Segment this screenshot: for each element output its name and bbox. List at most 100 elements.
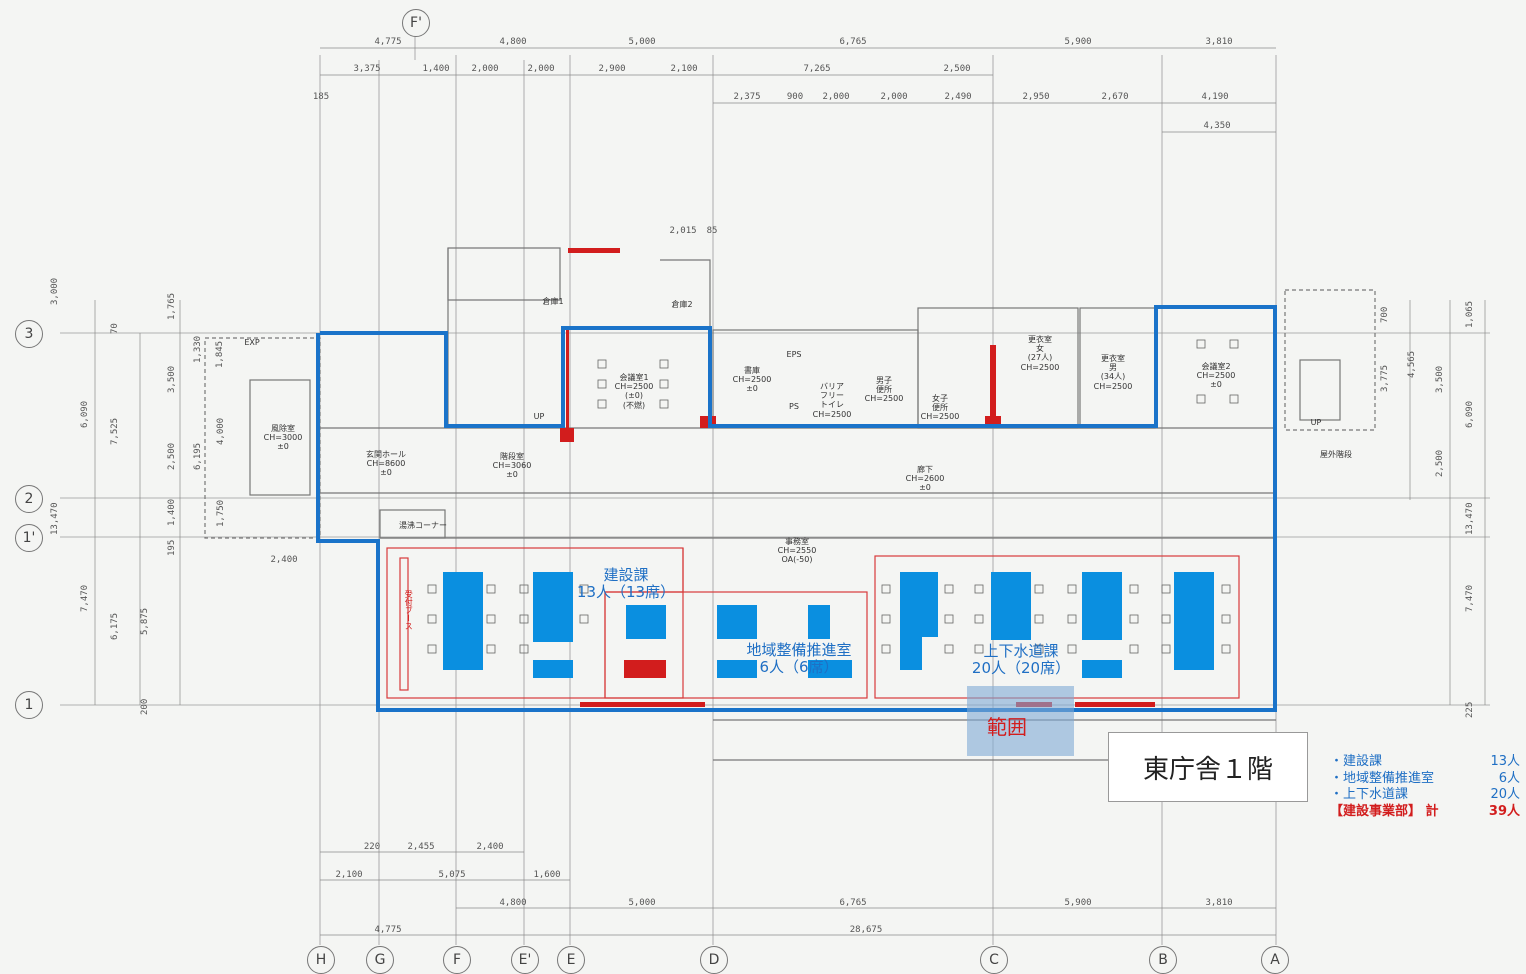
room-outside-stairs: 屋外階段 [1320,450,1352,459]
label-counter: 受付ブース [404,590,414,630]
room-changing-women: 更衣室女(27人)CH=2500 [1020,335,1060,372]
dim-text: 1,400 [422,64,450,74]
dim-text: 13,470 [1465,502,1475,535]
dim-text: 2,400 [476,842,504,852]
dim-text: 28,675 [849,925,883,935]
dim-text: 2,500 [1435,449,1445,477]
dim-text: 5,000 [628,37,656,47]
dim-text: 2,000 [880,92,908,102]
dim-text: 2,900 [598,64,626,74]
dim-text: 7,265 [803,64,831,74]
dim-text: 1,400 [167,498,177,526]
dim-text: 7,470 [80,584,90,612]
dim-text: 2,100 [335,870,363,880]
dim-text: 3,000 [50,277,60,305]
desk [533,660,573,678]
dimension-lines [94,47,1486,936]
dim-text: 4,775 [374,925,402,935]
floor-title: 東庁舎１階 [1108,732,1308,802]
dim-text: 3,775 [1380,364,1390,392]
dim-text: 4,800 [499,37,527,47]
desks [443,572,1214,678]
dim-text: 6,195 [193,442,203,470]
grid-bubble-b: B [1149,946,1177,974]
dim-text: 5,075 [438,870,466,880]
label-up: UP [533,412,545,421]
dim-text: 3,500 [1435,365,1445,393]
dim-text: 3,500 [167,365,177,393]
label-exp: EXP [244,338,260,347]
dim-text: 3,375 [353,64,381,74]
dim-text: 185 [312,92,330,102]
dim-text: 6,765 [839,37,867,47]
desk [1174,572,1214,670]
range-highlight [967,686,1074,756]
dim-text: 2,950 [1022,92,1050,102]
desk [808,660,852,678]
dim-text: 4,350 [1203,121,1231,131]
walls [204,247,1376,761]
dim-text: 4,775 [374,37,402,47]
dim-text: 2,375 [733,92,761,102]
dim-text: 2,015 [669,226,697,236]
desk [900,572,938,637]
room-changing-men: 更衣室男(34人)CH=2500 [1093,354,1133,391]
grid-bubble-e: E [557,946,585,974]
grid-bubble-h: H [307,946,335,974]
dim-text: 3,810 [1205,898,1233,908]
dim-text: 6,175 [110,612,120,640]
desk [1082,660,1122,678]
desk [443,572,483,670]
desk [626,605,666,639]
room-ps: PS [789,402,799,411]
dim-text: 2,100 [670,64,698,74]
room-storage1: 倉庫1 [542,297,564,306]
desk [808,605,830,639]
dim-text: 900 [786,92,804,102]
dim-text: 1,330 [193,335,203,363]
dim-text: 2,400 [270,555,298,565]
dim-text: 2,000 [471,64,499,74]
dim-text: 2,500 [943,64,971,74]
dim-text: 1,600 [533,870,561,880]
grid-bubble-f-prime: F' [402,9,430,37]
dim-text: 2,000 [822,92,850,102]
dim-text: 4,800 [499,898,527,908]
dim-text: 200 [140,698,150,715]
dim-text: 6,090 [1465,400,1475,428]
dim-text: 5,875 [140,607,150,635]
grid-bubble-e-prime: E' [511,946,539,974]
desk [533,572,573,642]
dim-text: 6,090 [80,400,90,428]
grid-bubble-1-prime: 1' [15,524,43,552]
dim-text: 1,845 [215,340,225,368]
dim-text: 2,670 [1101,92,1129,102]
dim-text: 220 [363,842,381,852]
dim-text: 85 [706,226,718,236]
grid-bubble-1: 1 [15,691,43,719]
dim-text: 5,900 [1064,37,1092,47]
dim-text: 4,565 [1407,350,1417,378]
dim-text: 70 [110,323,120,334]
grid-bubble-3: 3 [15,320,43,348]
dim-text: 6,765 [839,898,867,908]
dim-text: 5,900 [1064,898,1092,908]
grid-bubble-c: C [980,946,1008,974]
grid-bubble-a: A [1261,946,1289,974]
dim-text: 7,525 [110,417,120,445]
dim-text: 2,490 [944,92,972,102]
